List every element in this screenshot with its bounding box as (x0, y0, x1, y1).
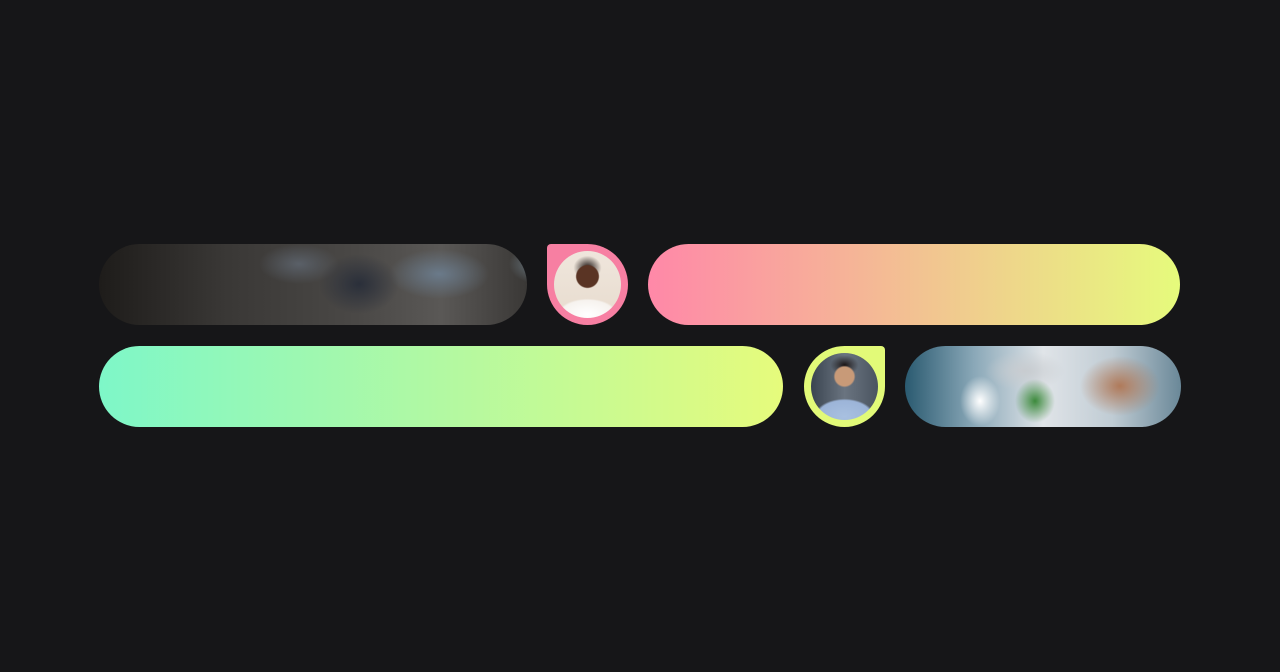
man-avatar (811, 353, 878, 420)
pink-gradient-pill (648, 244, 1180, 325)
avatar-frame-lime (804, 346, 885, 427)
mint-gradient-pill (99, 346, 783, 427)
team-working-photo (99, 244, 527, 325)
avatar-frame-pink (547, 244, 628, 325)
woman-avatar (554, 251, 621, 318)
desk-workspace-photo (905, 346, 1181, 427)
